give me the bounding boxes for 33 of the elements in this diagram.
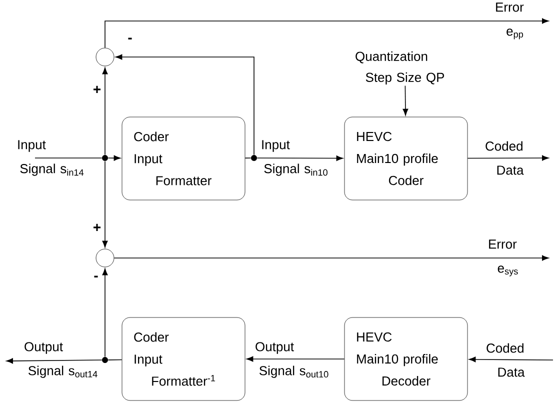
arrow — [102, 268, 108, 358]
arrow — [108, 155, 121, 161]
process-box: HEVC Main10 profile Coder — [344, 116, 468, 200]
sign-label: + — [94, 224, 101, 231]
arrow — [114, 255, 549, 261]
arrow — [468, 356, 554, 362]
sign-label: - — [94, 276, 98, 278]
signal-label: Coded Data — [486, 343, 525, 377]
arrow — [102, 160, 108, 248]
sign-label: + — [94, 86, 101, 93]
signal-label: Error e$_{pp}$ — [496, 2, 524, 40]
sign-label: - — [128, 38, 132, 40]
signal-label: Input Signal s$_{in14}$ — [18, 140, 84, 176]
summing-circle — [96, 48, 114, 66]
arrow — [467, 155, 549, 161]
arrow — [104, 18, 549, 48]
signal-label: Output Signal s$_{out10}$ — [256, 342, 328, 378]
signal-label: Error e$_{sys}$ — [489, 240, 518, 276]
signal-label: Output Signal s$_{out14}$ — [24, 342, 98, 378]
connector-line — [108, 359, 122, 360]
signal-label: Coded Data — [486, 141, 524, 175]
process-box: Coder Input Formatter — [122, 116, 246, 200]
arrow — [246, 356, 345, 362]
arrow — [402, 85, 408, 116]
arrow — [115, 54, 254, 156]
arrow — [6, 358, 102, 364]
parameter-label: Quantization Step Size QP — [356, 51, 444, 85]
signal-label: Input Signal s$_{in10}$ — [262, 140, 328, 176]
arrow — [256, 156, 344, 161]
process-box: Coder Input Formatter$^{-1}$ — [122, 317, 246, 401]
process-box: HEVC Main10 profile Decoder — [344, 317, 468, 401]
summing-circle — [96, 248, 114, 268]
arrow — [102, 67, 108, 156]
